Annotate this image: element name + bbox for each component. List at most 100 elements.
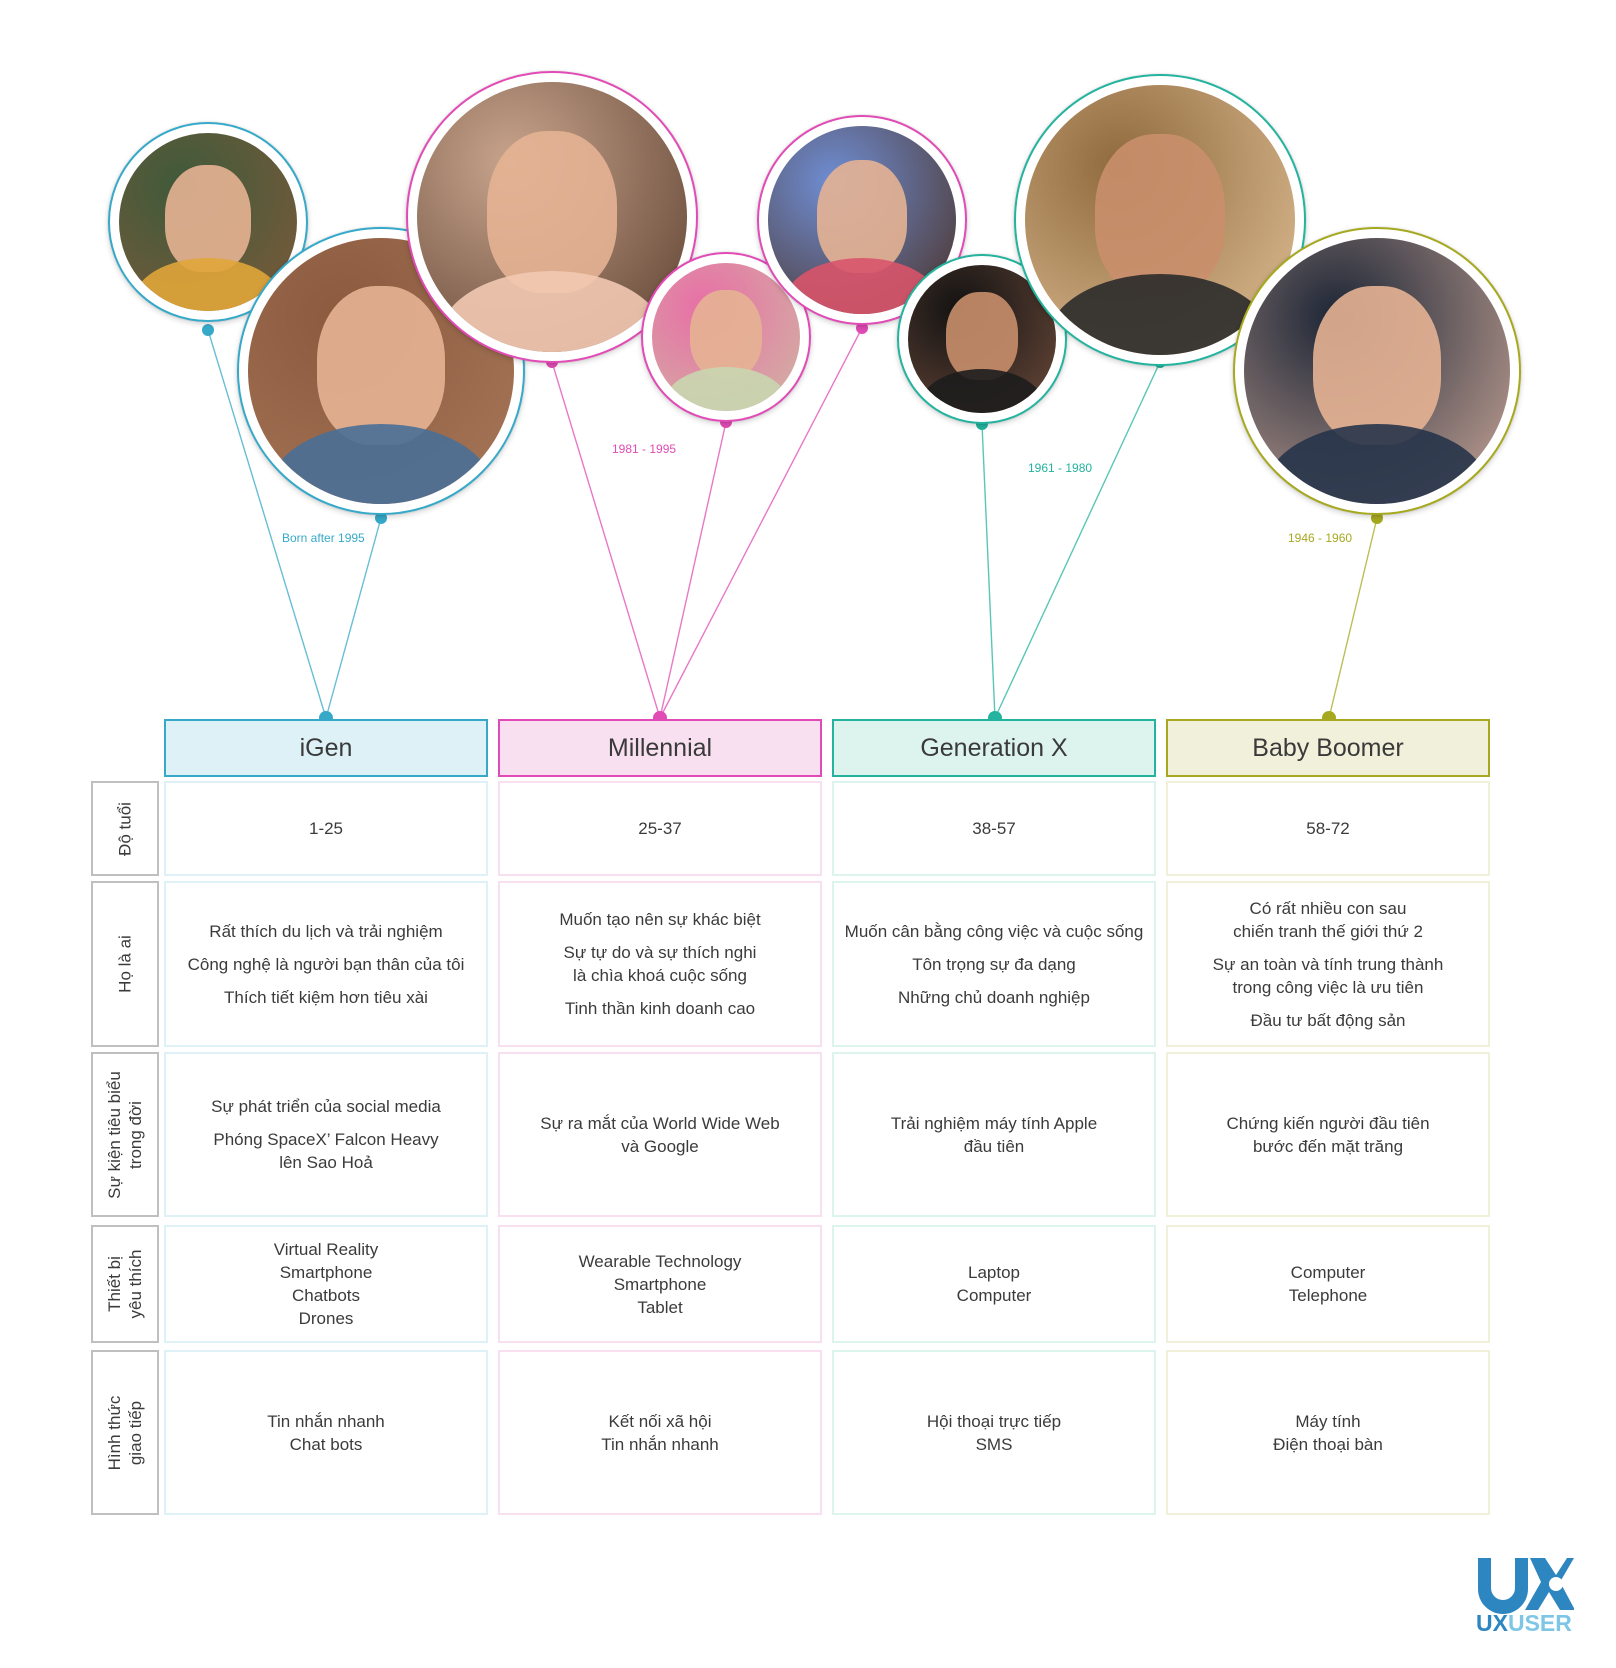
table-cell-igen: 1-25: [164, 781, 488, 876]
header-millennial: Millennial: [498, 719, 822, 777]
genx-bearded-man-photo: [897, 254, 1067, 424]
cell-line: Tablet: [637, 1297, 683, 1317]
genx-blonde-woman-connector-line: [994, 361, 1161, 719]
header-millennial-label: Millennial: [607, 733, 713, 762]
cell-line: Hội thoại trực tiếp: [926, 1411, 1062, 1431]
igen-man-photo-dot: [375, 512, 387, 524]
cell-paragraph: 58-72: [1306, 819, 1350, 838]
table-cell-millennial: 25-37: [498, 781, 822, 876]
igen-woman-photo: [108, 122, 308, 322]
cell-paragraph: Muốn cân bằng công việc và cuộc sống: [844, 921, 1144, 941]
cell-paragraph: Sự phát triển của social media: [211, 1097, 441, 1116]
cell-paragraph: Có rất nhiều con sau chiến tranh thế giớ…: [1233, 898, 1423, 941]
header-igen: iGen: [164, 719, 488, 777]
header-genx-label: Generation X: [920, 733, 1068, 762]
row-label-text: Độ tuổi: [115, 801, 135, 856]
boomer-birth-range: 1946 - 1960: [1288, 531, 1353, 545]
cell-line: Computer: [956, 1286, 1032, 1305]
uxuser-logo: UXUSER: [1474, 1554, 1584, 1640]
row-label-text: Thiết bị yêu thích: [105, 1249, 145, 1319]
cell-paragraph: Tinh thần kinh doanh cao: [564, 999, 756, 1018]
cell-line: Chat bots: [289, 1434, 363, 1454]
igen-birth-range: Born after 1995: [282, 531, 365, 545]
cell-line: Smartphone: [279, 1263, 373, 1282]
cell-line: Virtual Reality: [273, 1240, 379, 1259]
table-cell-boomer: Có rất nhiều con sau chiến tranh thế giớ…: [1166, 881, 1490, 1047]
uxuser-logo-text: UXUSER: [1476, 1610, 1572, 1636]
row-label-text: Họ là ai: [115, 935, 135, 993]
genx-birth-range: 1961 - 1980: [1028, 461, 1093, 475]
table-cell-millennial: Sự ra mắt của World Wide Web và Google: [498, 1052, 822, 1217]
millennial-man-photo-dot: [856, 322, 868, 334]
row-label-2: Sự kiện tiêu biểu trong đời: [91, 1052, 159, 1217]
header-boomer-label: Baby Boomer: [1252, 733, 1404, 762]
cell-line: SMS: [975, 1434, 1013, 1454]
cell-line: Drones: [298, 1309, 354, 1328]
cell-line: Chatbots: [291, 1286, 361, 1305]
table-cell-boomer: 58-72: [1166, 781, 1490, 876]
cell-line: Computer: [1290, 1263, 1366, 1282]
igen-woman-photo-dot: [202, 324, 214, 336]
cell-line: Smartphone: [613, 1274, 707, 1294]
cell-paragraph: Những chủ doanh nghiệp: [898, 987, 1090, 1007]
millennial-curly-woman-connector-line: [551, 361, 661, 719]
cell-paragraph: Tôn trọng sự đa dạng: [912, 954, 1076, 974]
cell-line: Telephone: [1288, 1286, 1368, 1305]
cell-paragraph: Chứng kiến người đầu tiên bước đến mặt t…: [1226, 1113, 1430, 1156]
cell-line: Laptop: [968, 1263, 1020, 1282]
row-label-0: Độ tuổi: [91, 781, 159, 876]
cell-paragraph: Đầu tư bất động sản: [1250, 1010, 1406, 1030]
boomer-older-man-connector-line: [1328, 517, 1378, 719]
cell-line: Tin nhắn nhanh: [601, 1434, 719, 1454]
igen-man-connector-line: [325, 517, 382, 719]
cell-paragraph: 1-25: [308, 819, 344, 838]
millennial-asian-woman-connector-line: [659, 421, 727, 719]
cell-paragraph: 38-57: [972, 819, 1016, 838]
header-boomer: Baby Boomer: [1166, 719, 1490, 777]
millennial-man-connector-line: [659, 327, 863, 719]
ux-logo-mark-icon: [1478, 1558, 1574, 1614]
boomer-older-man-photo: [1233, 227, 1521, 515]
cell-paragraph: Phóng SpaceX’ Falcon Heavy lên Sao Hoả: [213, 1130, 439, 1172]
cell-paragraph: Muốn tạo nên sự khác biệt: [559, 910, 761, 929]
table-cell-genx: Trải nghiệm máy tính Apple đầu tiên: [832, 1052, 1156, 1217]
table-cell-genx: 38-57: [832, 781, 1156, 876]
cell-paragraph: Sự tự do và sự thích nghi là chìa khoá c…: [563, 943, 757, 985]
cell-line: Kết nối xã hội: [608, 1411, 712, 1431]
igen-woman-connector-line: [207, 329, 327, 719]
cell-paragraph: Sự ra mắt của World Wide Web và Google: [540, 1113, 780, 1156]
cell-line: Tin nhắn nhanh: [267, 1411, 385, 1431]
row-label-4: Hình thức giao tiếp: [91, 1350, 159, 1515]
cell-line: Wearable Technology: [578, 1251, 742, 1271]
header-genx: Generation X: [832, 719, 1156, 777]
row-label-1: Họ là ai: [91, 881, 159, 1047]
cell-paragraph: Công nghệ là người bạn thân của tôi: [187, 954, 465, 974]
cell-paragraph: 25-37: [638, 819, 682, 838]
row-label-3: Thiết bị yêu thích: [91, 1225, 159, 1343]
genx-bearded-man-connector-line: [981, 423, 996, 719]
cell-line: Máy tính: [1295, 1411, 1361, 1431]
boomer-older-man-photo-dot: [1371, 512, 1383, 524]
cell-paragraph: Sự an toàn và tính trung thành trong côn…: [1212, 954, 1444, 997]
table-cell-boomer: Chứng kiến người đầu tiên bước đến mặt t…: [1166, 1052, 1490, 1217]
millennial-birth-range: 1981 - 1995: [612, 442, 677, 456]
header-igen-label: iGen: [299, 733, 353, 762]
cell-paragraph: Thích tiết kiệm hơn tiêu xài: [224, 987, 428, 1007]
cell-paragraph: Rất thích du lịch và trải nghiệm: [209, 921, 443, 941]
cell-line: Điện thoại bàn: [1273, 1434, 1383, 1454]
row-label-text: Sự kiện tiêu biểu trong đời: [105, 1070, 145, 1199]
table-cell-millennial: Muốn tạo nên sự khác biệt Sự tự do và sự …: [498, 881, 822, 1047]
row-label-text: Hình thức giao tiếp: [105, 1395, 145, 1470]
cell-paragraph: Trải nghiệm máy tính Apple đầu tiên: [890, 1113, 1098, 1156]
